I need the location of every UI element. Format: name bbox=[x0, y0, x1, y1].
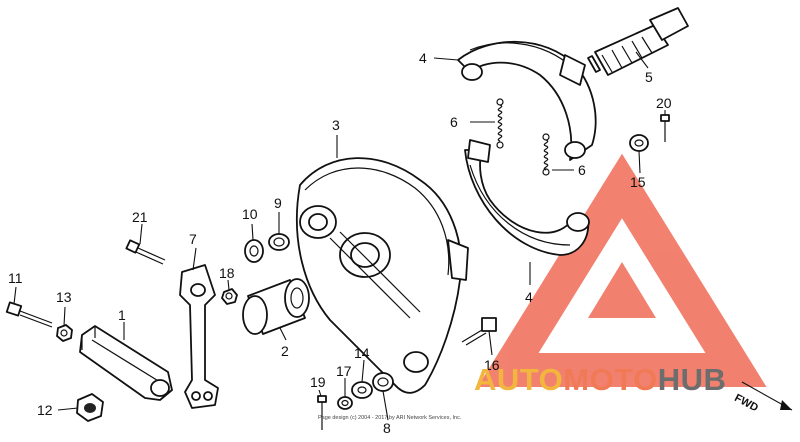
brand-moto: MOTO bbox=[563, 362, 658, 397]
part-17-washer bbox=[337, 396, 353, 410]
label-part-3: 3 bbox=[332, 117, 340, 133]
label-part-6-upper: 6 bbox=[450, 114, 458, 130]
label-part-20: 20 bbox=[656, 95, 672, 111]
part-4-brake-shoe-lower bbox=[464, 139, 590, 256]
part-5-brake-cam bbox=[587, 7, 689, 76]
label-part-15: 15 bbox=[630, 174, 646, 190]
part-12-nut bbox=[76, 393, 104, 422]
part-21-bolt bbox=[125, 239, 166, 265]
label-part-10: 10 bbox=[242, 206, 258, 222]
part-7-brake-arm bbox=[179, 264, 219, 409]
forward-arrow-icon bbox=[741, 381, 793, 411]
part-labels: 1 2 3 4 4 5 6 6 7 8 9 10 11 12 13 14 15 … bbox=[8, 50, 672, 436]
brand-auto: AUTO bbox=[474, 362, 564, 397]
part-18-nut bbox=[221, 288, 238, 305]
part-8-washer bbox=[372, 372, 394, 392]
part-11-bolt bbox=[5, 301, 53, 328]
part-9-washer bbox=[268, 233, 290, 251]
label-part-19: 19 bbox=[310, 374, 326, 390]
label-part-18: 18 bbox=[219, 265, 235, 281]
label-part-8: 8 bbox=[383, 420, 391, 436]
part-1-torque-link bbox=[79, 325, 173, 401]
watermark-brand-text: AUTOMOTOHUB bbox=[474, 362, 726, 398]
part-6-spring-upper bbox=[496, 98, 504, 149]
label-part-4-lower: 4 bbox=[525, 289, 533, 305]
label-part-17: 17 bbox=[336, 363, 352, 379]
part-10-washer bbox=[244, 239, 264, 263]
part-16-bolt bbox=[461, 317, 497, 346]
label-part-1: 1 bbox=[118, 307, 126, 323]
label-part-14: 14 bbox=[354, 345, 370, 361]
part-4-brake-shoe-upper bbox=[457, 40, 597, 161]
watermark-triangle-logo bbox=[477, 153, 767, 387]
part-6-spring-lower bbox=[542, 133, 550, 176]
copyright-notice: Page design (c) 2004 - 2017 by ARI Netwo… bbox=[318, 415, 462, 421]
part-19-pin bbox=[317, 395, 327, 430]
part-3-brake-panel bbox=[295, 157, 469, 394]
label-part-6-lower: 6 bbox=[578, 162, 586, 178]
label-part-2: 2 bbox=[281, 343, 289, 359]
label-part-7: 7 bbox=[189, 231, 197, 247]
label-part-4-upper: 4 bbox=[419, 50, 427, 66]
brand-hub: HUB bbox=[657, 362, 727, 397]
label-part-11: 11 bbox=[8, 270, 23, 286]
label-part-5: 5 bbox=[645, 69, 653, 85]
label-part-13: 13 bbox=[56, 289, 72, 305]
leader-lines bbox=[13, 51, 666, 421]
part-13-nut bbox=[56, 324, 73, 342]
label-part-21: 21 bbox=[132, 209, 148, 225]
part-2-collar bbox=[242, 278, 310, 335]
label-part-16: 16 bbox=[484, 357, 500, 373]
label-part-9: 9 bbox=[274, 195, 282, 211]
part-15-washer bbox=[629, 134, 649, 152]
part-20-pin bbox=[660, 114, 670, 142]
label-part-12: 12 bbox=[37, 402, 53, 418]
part-14-washer bbox=[351, 381, 373, 399]
